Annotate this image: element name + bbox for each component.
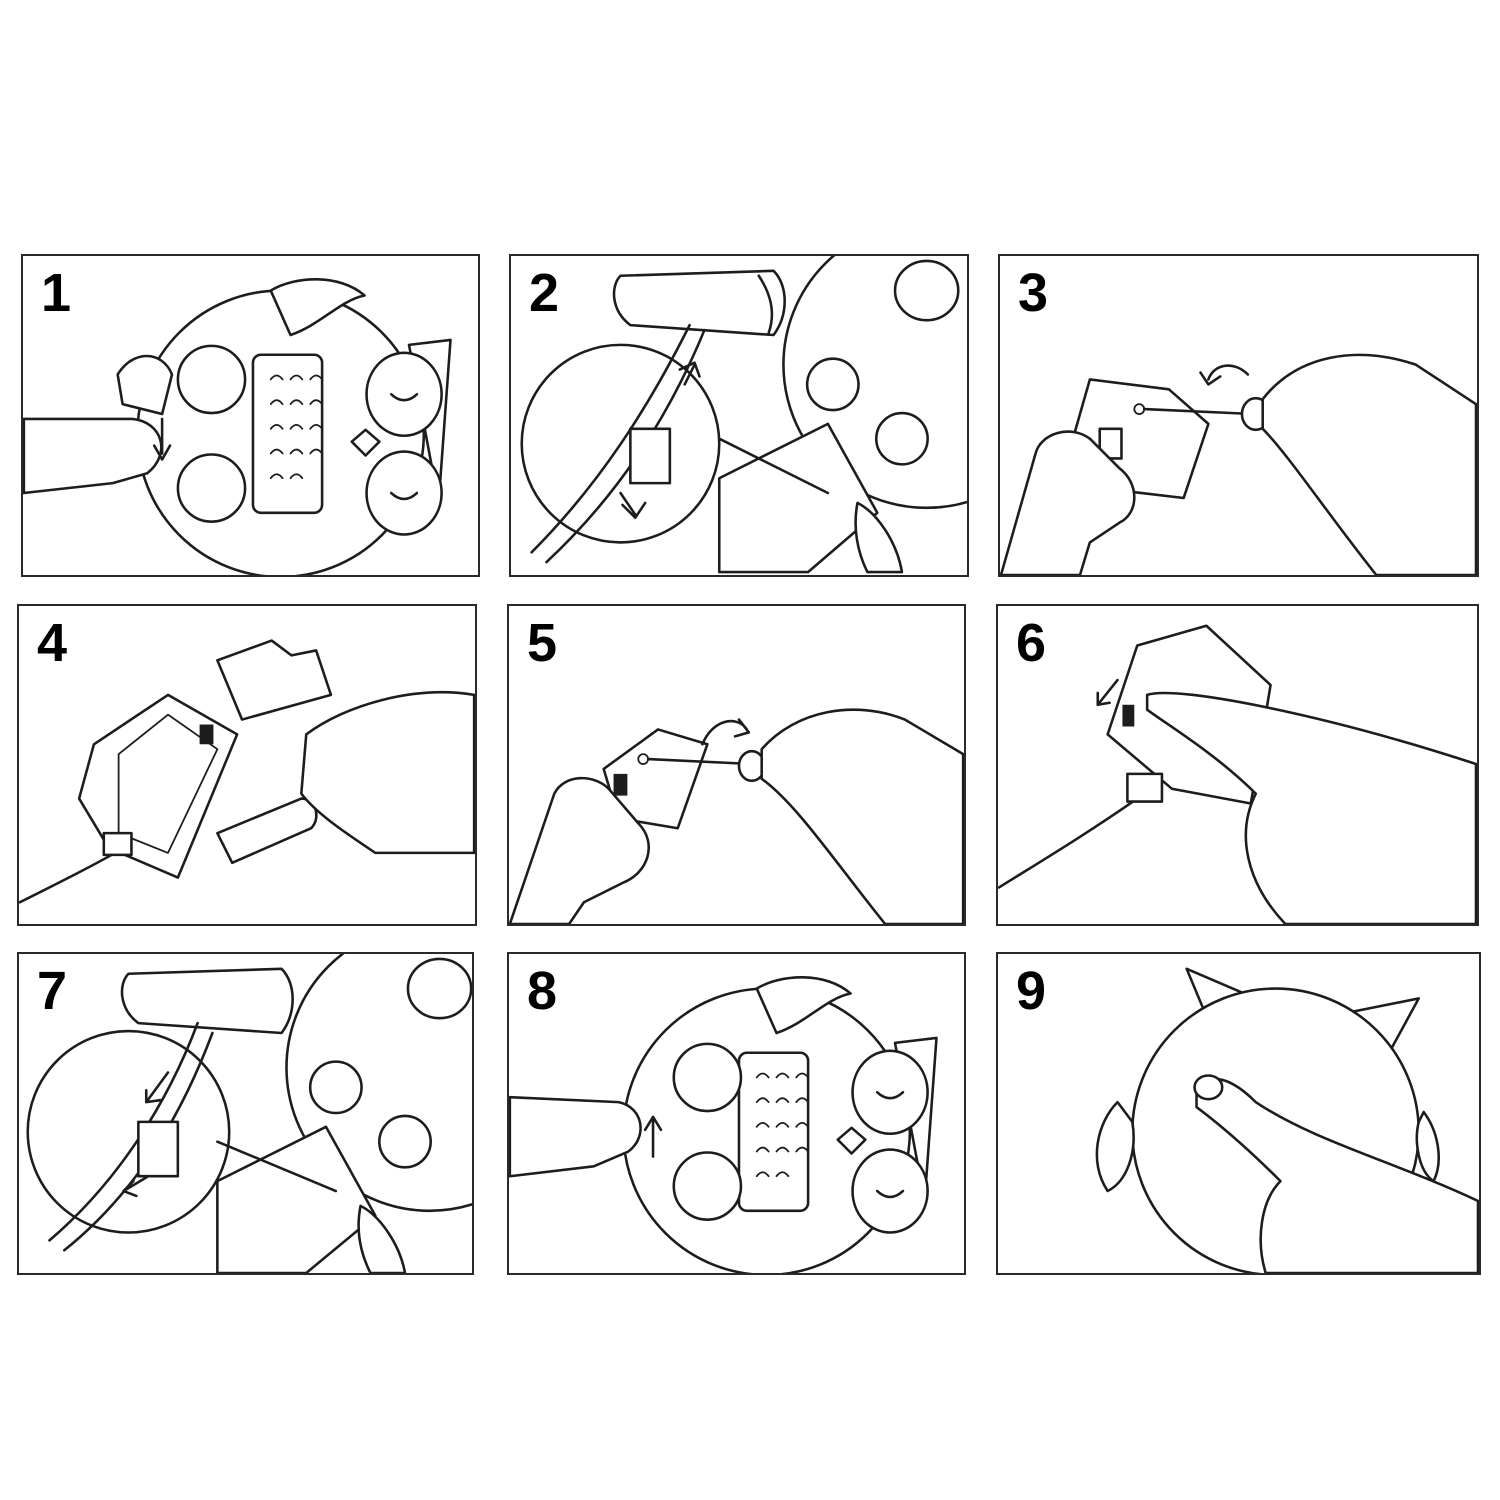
step-panel-3: 3: [998, 254, 1479, 577]
owl-foot-icon: [805, 357, 860, 412]
step-number: 9: [1016, 961, 1047, 1021]
connector-icon: [1126, 772, 1164, 803]
step-number: 8: [527, 961, 558, 1021]
arrow-down-icon: [619, 491, 647, 520]
rolled-cover-icon: [120, 967, 294, 1035]
owl-eye-icon: [365, 450, 443, 536]
arrow-down-icon: [144, 1071, 170, 1104]
battery-box-icon: [137, 1120, 180, 1178]
step-panel-2: 2: [509, 254, 969, 577]
hand-icon: [509, 1095, 642, 1178]
owl-foot-icon: [672, 1151, 743, 1221]
owl-eye-icon: [893, 259, 960, 322]
cover-flap: [216, 1125, 377, 1273]
step-panel-1: 1: [21, 254, 480, 577]
screwdriver-icon: [646, 757, 754, 766]
step-3-unscrew-illustration: [1000, 353, 1477, 575]
step-panel-5: 5: [507, 604, 966, 926]
step-9-tap-owl-illustration: [1095, 967, 1479, 1273]
step-panel-4: 4: [17, 604, 477, 926]
arrow-down-icon: [1096, 678, 1119, 707]
arrow-left-icon: [122, 1174, 150, 1198]
hand-icon: [23, 417, 163, 495]
step-number: 3: [1018, 263, 1049, 323]
battery-cover-icon: [216, 639, 333, 721]
zipper-pull-icon: [116, 354, 174, 416]
hand-icon: [300, 691, 475, 855]
owl-foot-icon: [672, 1042, 743, 1113]
switch-icon: [1122, 704, 1135, 727]
rolled-cover-icon: [612, 269, 786, 337]
hand-icon: [1261, 353, 1477, 575]
arrow-up-icon: [678, 361, 701, 386]
step-7-reinsert-box-illustration: [26, 954, 472, 1273]
hand-icon: [357, 1204, 407, 1273]
owl-foot-icon: [176, 453, 247, 523]
owl-belly-panel: [737, 1051, 810, 1213]
owl-eye-icon: [851, 1148, 929, 1234]
finger-press-icon: [1145, 691, 1477, 924]
owl-wing-icon: [269, 278, 366, 337]
connector-icon: [102, 831, 133, 857]
owl-eye-icon: [365, 351, 443, 438]
terminal-icon: [199, 724, 214, 745]
step-number: 1: [41, 263, 72, 323]
hand-icon: [854, 501, 904, 574]
step-number: 6: [1016, 613, 1047, 673]
owl-foot-icon: [176, 344, 247, 415]
step-panel-9: 9: [996, 952, 1481, 1275]
step-5-screw-cover-illustration: [509, 708, 964, 924]
owl-wing-icon: [755, 976, 852, 1035]
step-number: 4: [37, 613, 68, 673]
step-panel-8: 8: [507, 952, 966, 1275]
owl-wing-icon: [1095, 1100, 1135, 1193]
owl-belly-panel: [251, 353, 324, 515]
screwdriver-icon: [1142, 407, 1255, 416]
step-panel-7: 7: [17, 952, 474, 1275]
owl-eye-icon: [406, 957, 472, 1020]
rotate-arrow-icon: [701, 718, 751, 746]
owl-beak-icon: [350, 428, 381, 457]
owl-wing-icon: [1415, 1110, 1440, 1183]
owl-foot-icon: [874, 411, 929, 466]
switch-icon: [613, 773, 628, 796]
step-2-insert-box-illustration: [520, 256, 967, 574]
arrow-down-icon: [152, 417, 172, 461]
hand-icon: [509, 776, 650, 924]
step-6-switch-on-illustration: [998, 624, 1477, 924]
owl-eye-icon: [851, 1049, 929, 1136]
owl-foot-icon: [308, 1060, 363, 1115]
step-1-owl-open-illustration: [23, 278, 452, 575]
step-number: 7: [37, 961, 68, 1021]
finger-press-icon: [1195, 1077, 1479, 1273]
step-4-insert-batteries-illustration: [19, 639, 475, 904]
battery-box-icon: [629, 427, 672, 485]
step-number: 2: [529, 263, 560, 323]
step-8-close-owl-illustration: [509, 976, 938, 1273]
owl-foot-icon: [378, 1114, 432, 1169]
hand-icon: [760, 708, 964, 924]
magnifier-circle-icon: [26, 1029, 231, 1234]
cover-flap: [717, 422, 879, 574]
battery-icon: [216, 797, 318, 865]
owl-beak-icon: [836, 1126, 867, 1155]
step-number: 5: [527, 613, 558, 673]
step-panel-6: 6: [996, 604, 1479, 926]
arrow-up-icon: [643, 1115, 663, 1158]
rotate-arrow-icon: [1199, 364, 1250, 386]
hand-icon: [1000, 430, 1136, 575]
